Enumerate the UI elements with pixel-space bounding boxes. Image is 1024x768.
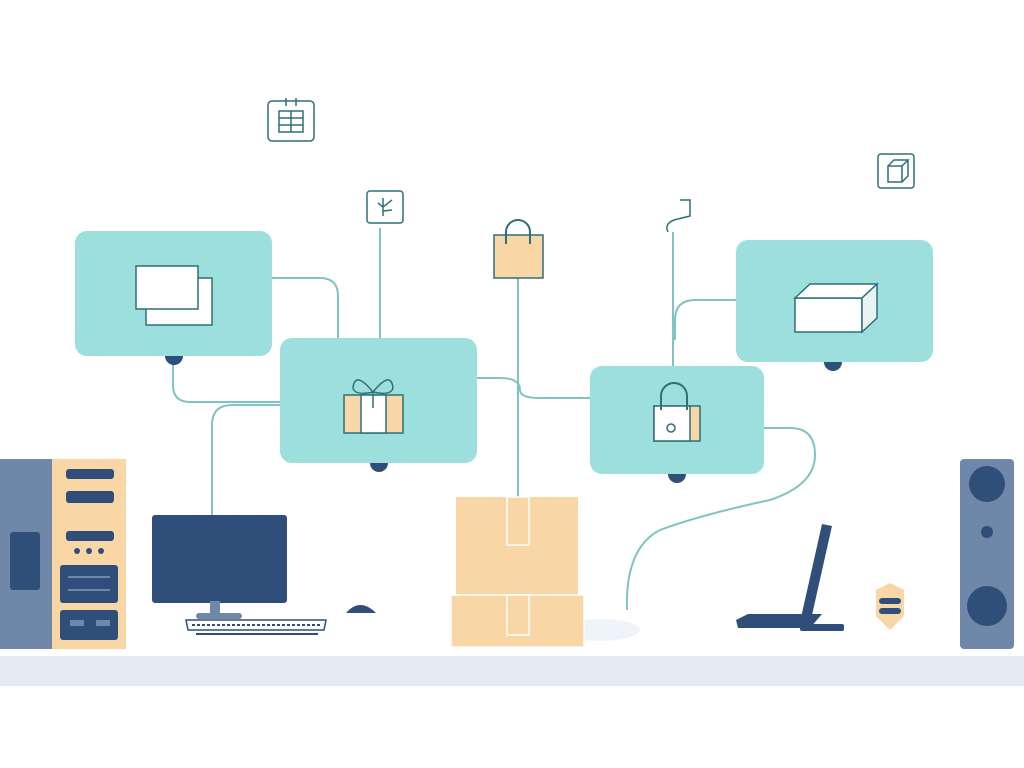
cube-icon: [877, 153, 915, 189]
panel-documents: [75, 231, 272, 365]
connection-lines: [172, 228, 817, 611]
hexagon-badge-icon: [876, 583, 904, 630]
panel-package: [736, 240, 933, 371]
desktop-monitor: [152, 515, 287, 619]
server-tower-left: [0, 459, 126, 649]
calendar-icon: [267, 98, 315, 142]
mouse: [346, 605, 376, 613]
shelf: [0, 656, 1024, 686]
laptop: [736, 524, 844, 631]
panel-connector-dot: [824, 362, 842, 371]
shopping-bag-icon: [493, 219, 544, 279]
cardboard-boxes: [450, 496, 640, 648]
panel-connector-dot: [165, 356, 183, 365]
gift-box-icon: [343, 379, 404, 434]
keyboard: [185, 619, 327, 635]
package-box-icon: [793, 282, 879, 334]
panel-connector-dot: [370, 463, 388, 472]
stacked-cards-icon: [135, 265, 213, 326]
music-note-icon: [666, 199, 691, 233]
panel-connector-dot: [668, 474, 686, 483]
locked-bag-icon: [653, 382, 701, 442]
plant-icon: [366, 190, 404, 224]
panel-gift: [280, 338, 477, 472]
panel-lock-bag: [590, 366, 764, 483]
speaker-right: [960, 459, 1014, 649]
